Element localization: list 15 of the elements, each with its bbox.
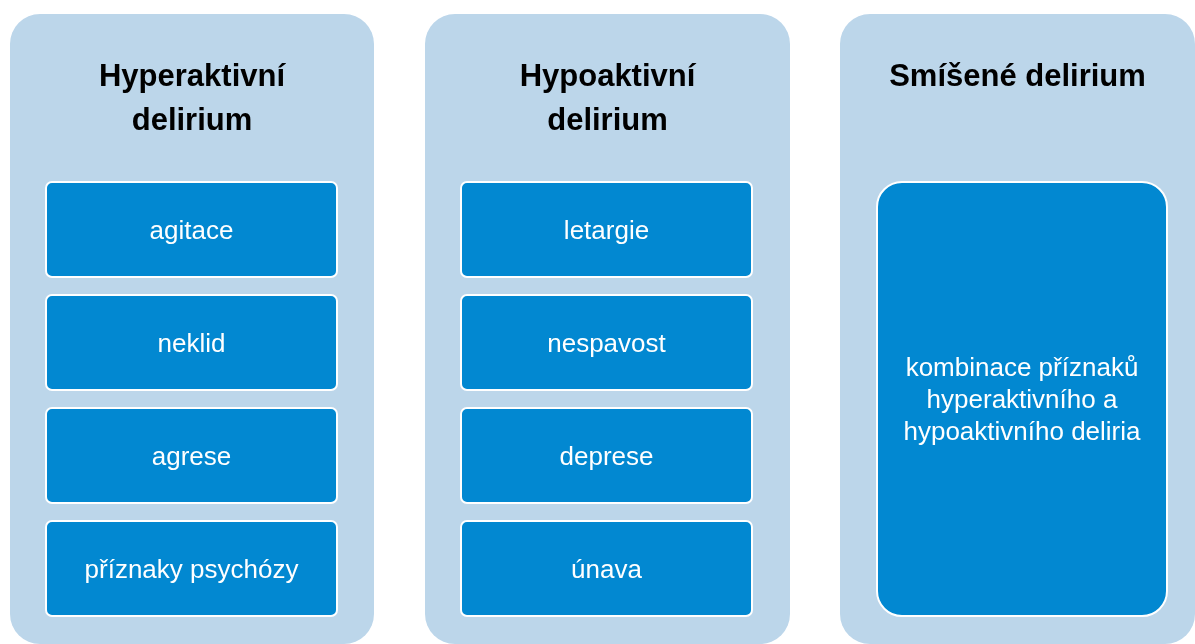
panel-heading: Hypoaktivní delirium [518,57,697,139]
category-panel [10,14,374,644]
symptom-box: nespavost [460,294,753,391]
symptom-box: letargie [460,181,753,278]
symptom-box: příznaky psychózy [45,520,338,617]
symptom-box: únava [460,520,753,617]
symptom-box: neklid [45,294,338,391]
symptom-box: kombinace příznaků hyperaktivního a hypoaktivního deliria [876,181,1168,617]
symptom-box: agrese [45,407,338,504]
category-panel [425,14,790,644]
panel-heading: Hyperaktivní delirium [97,57,287,139]
symptom-box: deprese [460,407,753,504]
symptom-box: agitace [45,181,338,278]
category-panel [840,14,1195,644]
panel-heading: Smíšené delirium [888,57,1147,95]
